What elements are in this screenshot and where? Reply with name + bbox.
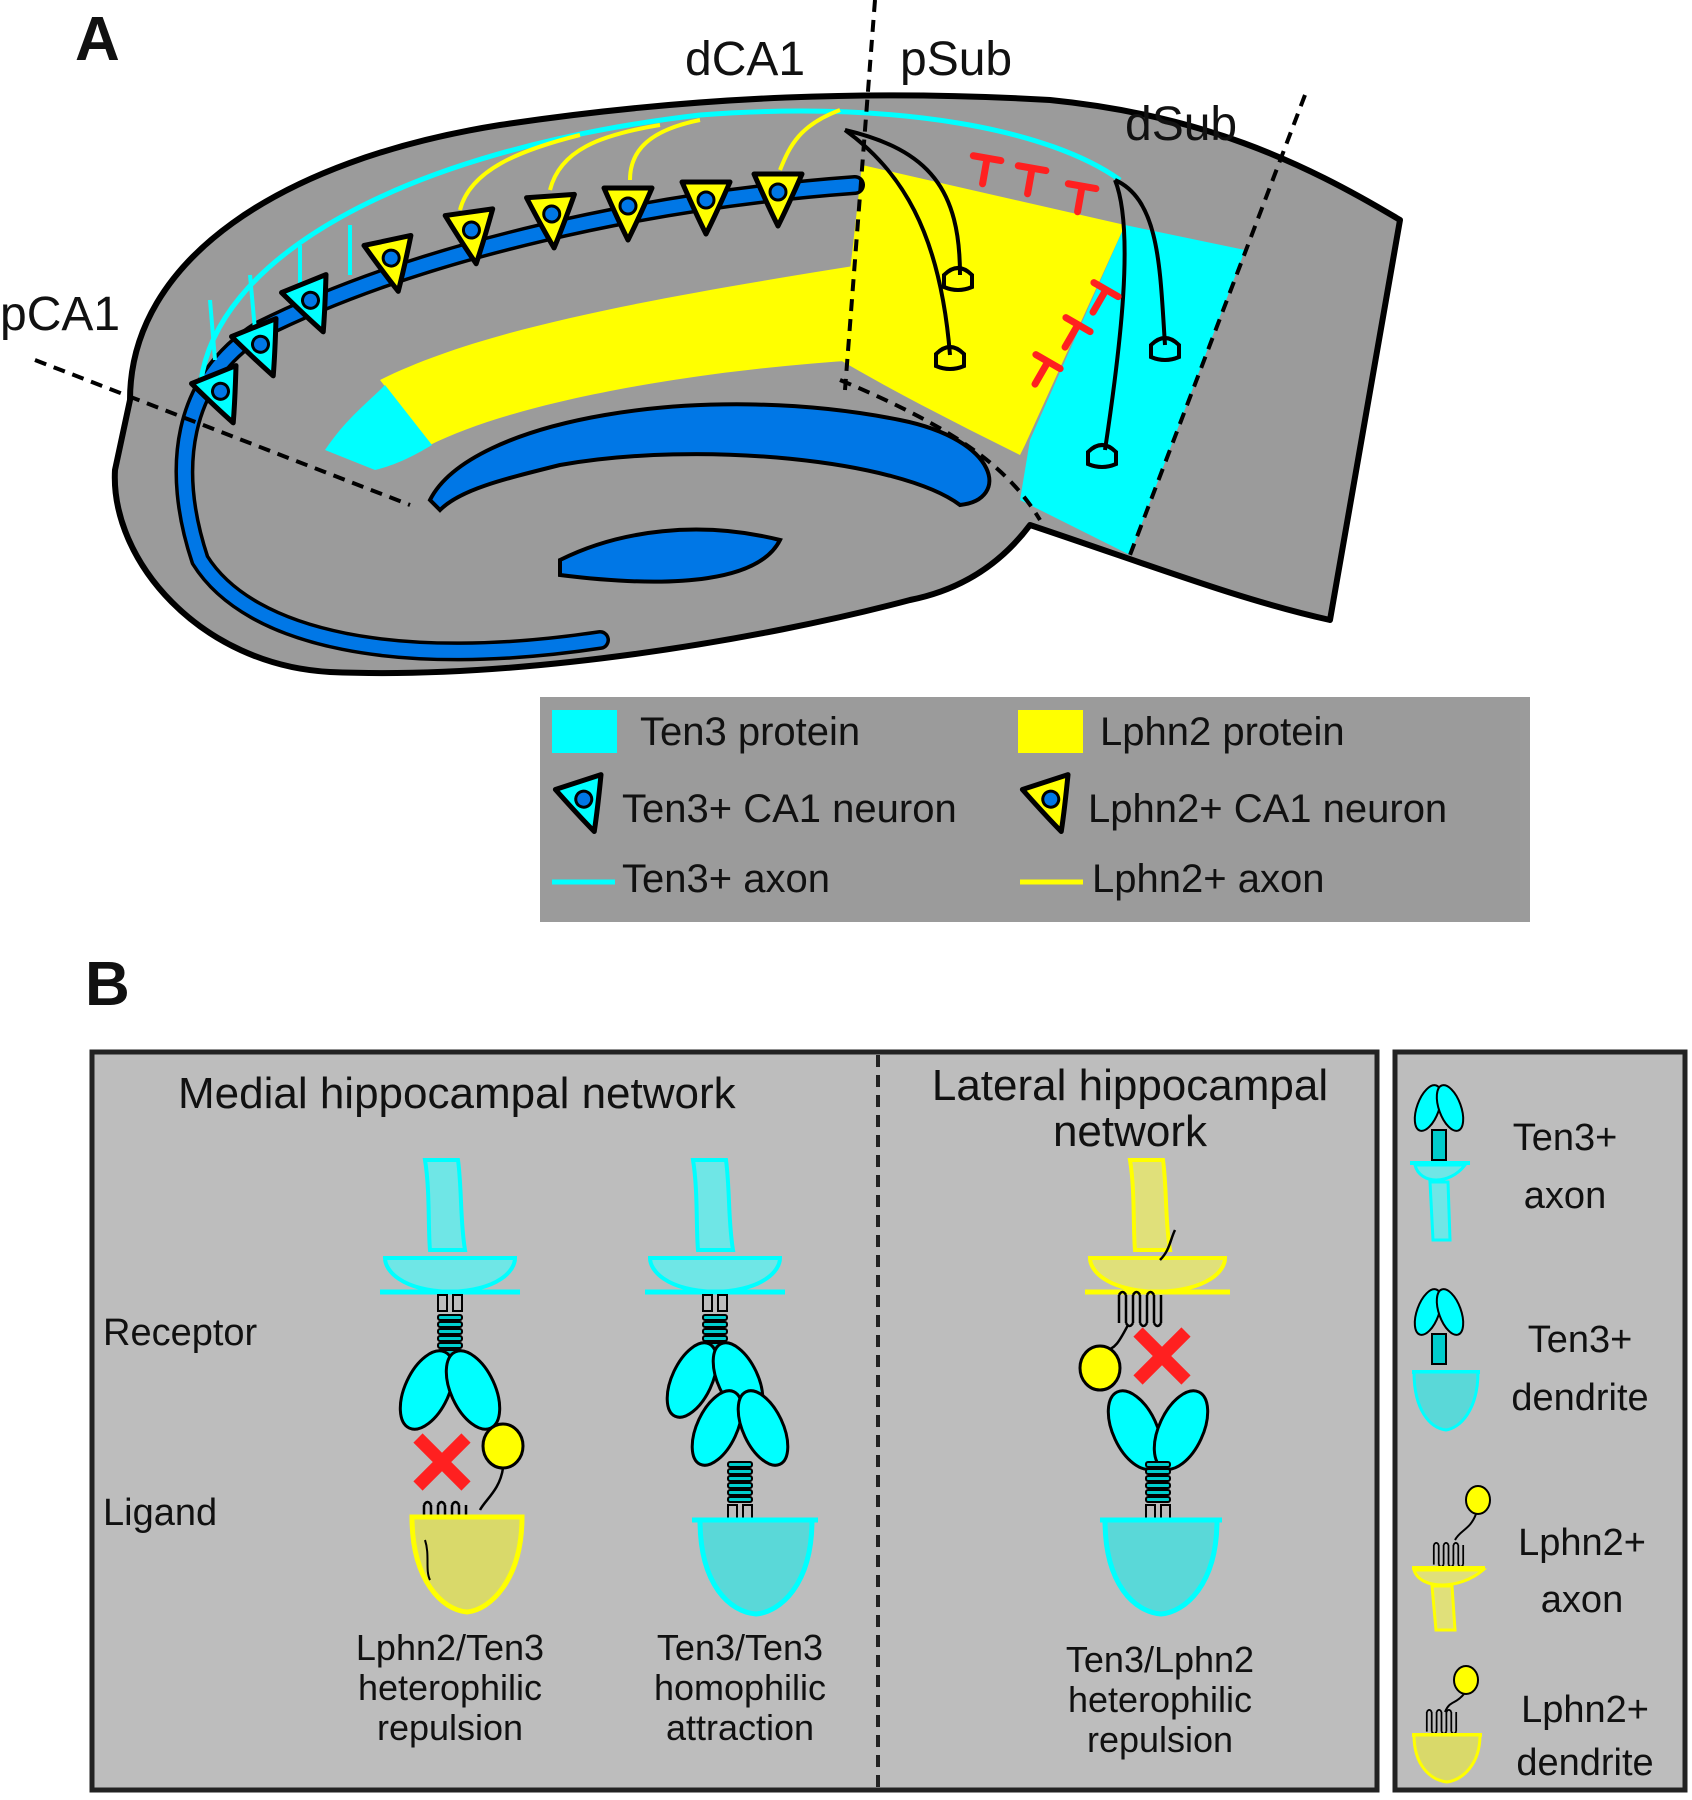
divider-pca1 bbox=[34, 358, 411, 507]
projection-axon bbox=[1114, 178, 1167, 346]
lphn2-region-psub bbox=[840, 165, 1125, 455]
region-label-dsub: dSub bbox=[1125, 98, 1237, 151]
legend-ten3-protein: Ten3 protein bbox=[640, 710, 860, 754]
caption-2-line2: homophilic bbox=[654, 1667, 826, 1708]
side-legend-2-line2: dendrite bbox=[1511, 1377, 1648, 1419]
mechanism-ten3-homophilic-attraction bbox=[645, 1158, 818, 1617]
legend-lphn2-axon: Lphn2+ axon bbox=[1092, 857, 1324, 901]
region-label-dca1: dCA1 bbox=[685, 33, 805, 86]
ten3-axon-branches bbox=[208, 225, 352, 361]
lphn2-band-ca1 bbox=[380, 265, 860, 445]
side-icon-lphn2-axon bbox=[1411, 1485, 1491, 1632]
panel-b-label: B bbox=[85, 950, 130, 1019]
caption-2-line3: attraction bbox=[666, 1707, 814, 1748]
region-label-pca1: pCA1 bbox=[0, 288, 120, 341]
ten3-band-ca1 bbox=[325, 385, 432, 470]
lphn2-axon-branches bbox=[458, 108, 841, 211]
caption-3-line2: heterophilic bbox=[1068, 1679, 1252, 1720]
caption-1-line1: Lphn2/Ten3 bbox=[356, 1627, 544, 1668]
ten3-region-dsub bbox=[1020, 225, 1245, 555]
mechanism-ten3-lphn2-repulsion bbox=[1078, 1158, 1230, 1617]
caption-1-line2: heterophilic bbox=[358, 1667, 542, 1708]
legend-swatch-lphn2 bbox=[1018, 710, 1083, 753]
lateral-title-line2: network bbox=[1053, 1107, 1208, 1156]
legend-swatch-ten3 bbox=[552, 710, 617, 753]
pyramidal-layer-fill bbox=[178, 178, 862, 658]
divider-dca1-psub bbox=[843, 0, 877, 391]
side-legend-3-line2: axon bbox=[1541, 1579, 1623, 1621]
side-legend-4-line2: dendrite bbox=[1516, 1742, 1653, 1784]
caption-1-line3: repulsion bbox=[377, 1707, 523, 1748]
side-legend-4-line1: Lphn2+ bbox=[1521, 1689, 1649, 1731]
side-icon-ten3-axon bbox=[1410, 1084, 1470, 1242]
side-icon-ten3-dendrite bbox=[1412, 1288, 1480, 1432]
divider-psub-lower bbox=[839, 378, 1042, 522]
projection-axon bbox=[1103, 179, 1127, 451]
caption-2-line1: Ten3/Ten3 bbox=[657, 1627, 823, 1668]
receptor-label: Receptor bbox=[103, 1312, 258, 1354]
dentate-gyrus bbox=[427, 402, 992, 513]
side-legend-1-line1: Ten3+ bbox=[1513, 1117, 1618, 1159]
lateral-title-line1: Lateral hippocampal bbox=[932, 1061, 1328, 1110]
projection-axon bbox=[844, 128, 962, 276]
legend-ten3-axon: Ten3+ axon bbox=[622, 857, 830, 901]
dentate-lower bbox=[558, 527, 783, 584]
side-legend-3-line1: Lphn2+ bbox=[1518, 1522, 1646, 1564]
mechanism-lphn2-ten3-repulsion bbox=[380, 1158, 525, 1615]
ligand-label: Ligand bbox=[103, 1492, 217, 1534]
side-legend-1-line2: axon bbox=[1524, 1175, 1606, 1217]
caption-3-line1: Ten3/Lphn2 bbox=[1066, 1639, 1254, 1680]
region-label-psub: pSub bbox=[900, 33, 1012, 86]
side-icon-lphn2-dendrite bbox=[1412, 1665, 1482, 1784]
panel-a-label: A bbox=[75, 5, 120, 74]
caption-3-line3: repulsion bbox=[1087, 1719, 1233, 1760]
projection-axon bbox=[843, 128, 952, 356]
divider-dsub bbox=[1128, 94, 1307, 556]
legend-lphn2-protein: Lphn2 protein bbox=[1100, 710, 1345, 754]
side-legend-2-line1: Ten3+ bbox=[1528, 1319, 1633, 1361]
legend-lphn2-neuron: Lphn2+ CA1 neuron bbox=[1088, 787, 1447, 831]
medial-title: Medial hippocampal network bbox=[178, 1069, 737, 1118]
legend-ten3-neuron: Ten3+ CA1 neuron bbox=[622, 787, 957, 831]
